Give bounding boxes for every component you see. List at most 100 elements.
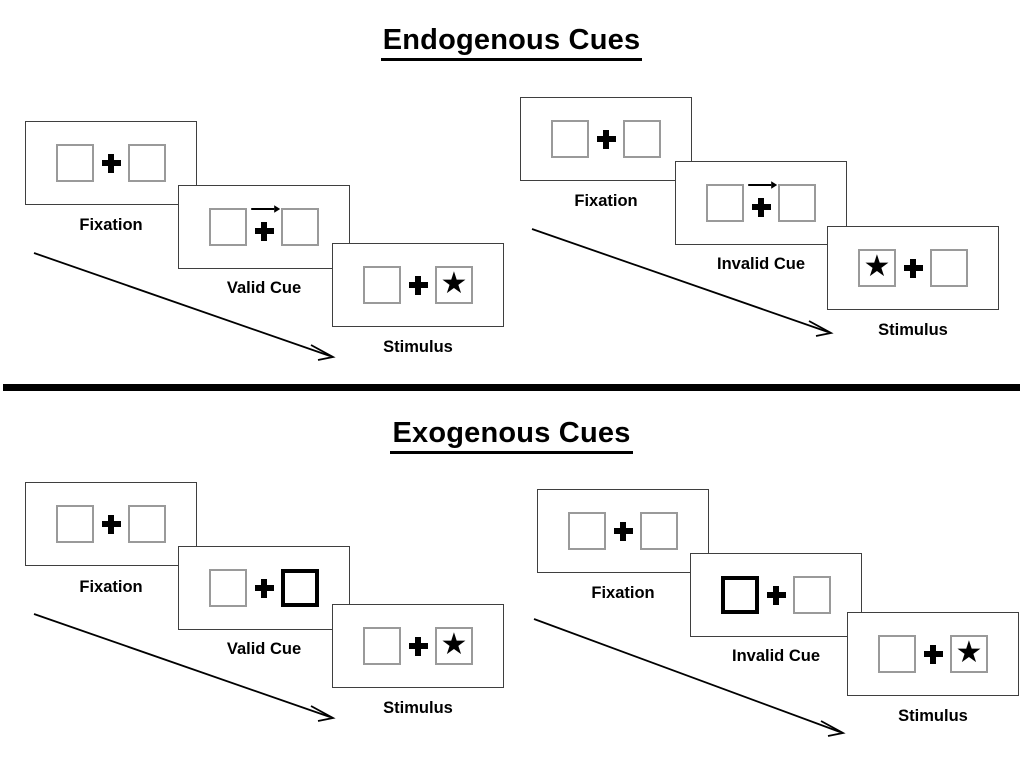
frame-fixation[interactable] — [25, 121, 197, 205]
placeholder-box-right — [128, 505, 166, 543]
frame-label-fixation: Fixation — [591, 584, 655, 602]
plus-sign-icon — [596, 129, 616, 149]
fixation-cross-wrap — [589, 117, 623, 161]
placeholder-box-right — [281, 208, 319, 246]
frame-content — [521, 98, 691, 180]
placeholder-box-right — [640, 512, 678, 550]
placeholder-box-right — [793, 576, 831, 614]
frame-label-invalid-cue: Invalid Cue — [716, 255, 806, 273]
plus-sign-icon — [101, 153, 121, 173]
sequence-exogenous-valid: Fixation Valid Cue ★ Stimulus — [0, 392, 520, 767]
frame-invalid-cue[interactable] — [690, 553, 862, 637]
plus-sign-icon — [923, 644, 943, 664]
placeholder-box-right — [778, 184, 816, 222]
plus-sign-icon — [903, 258, 923, 278]
arrow-right-icon — [251, 205, 281, 213]
fixation-cross-wrap — [744, 181, 778, 225]
section-divider — [3, 384, 1020, 391]
section-title-endogenous: Endogenous Cues — [0, 24, 1023, 61]
placeholder-box-left — [363, 627, 401, 665]
cued-box-left — [721, 576, 759, 614]
plus-sign-icon — [766, 585, 786, 605]
frame-label-fixation: Fixation — [574, 192, 638, 210]
placeholder-box-left — [209, 208, 247, 246]
frame-label-fixation: Fixation — [79, 578, 143, 596]
time-flow-arrow — [33, 613, 336, 722]
frame-label-stimulus: Stimulus — [383, 699, 453, 717]
placeholder-box-right — [623, 120, 661, 158]
fixation-cross-wrap — [247, 566, 281, 610]
cued-box-right — [281, 569, 319, 607]
plus-sign-icon — [254, 221, 274, 241]
frame-stimulus[interactable]: ★ — [332, 604, 504, 688]
placeholder-box-left — [878, 635, 916, 673]
section-title-exogenous: Exogenous Cues — [0, 417, 1023, 454]
target-box-right: ★ — [435, 627, 473, 665]
star-icon: ★ — [863, 250, 891, 283]
plus-sign-icon — [613, 521, 633, 541]
time-flow-arrow — [531, 228, 834, 337]
placeholder-box-right — [128, 144, 166, 182]
frame-invalid-cue[interactable] — [675, 161, 847, 245]
star-icon: ★ — [440, 267, 468, 300]
frame-fixation[interactable] — [520, 97, 692, 181]
fixation-cross-wrap — [94, 502, 128, 546]
frame-label-fixation: Fixation — [79, 216, 143, 234]
fixation-cross-wrap — [916, 632, 950, 676]
frame-label-invalid-cue: Invalid Cue — [731, 647, 821, 665]
frame-label-stimulus: Stimulus — [878, 321, 948, 339]
frame-stimulus[interactable]: ★ — [827, 226, 999, 310]
target-box-right: ★ — [435, 266, 473, 304]
placeholder-box-left — [568, 512, 606, 550]
star-icon: ★ — [440, 628, 468, 661]
time-flow-arrow — [33, 252, 336, 361]
section-title-endogenous-text: Endogenous Cues — [380, 24, 643, 61]
frame-content: ★ — [333, 605, 503, 687]
plus-sign-icon — [408, 275, 428, 295]
placeholder-box-left — [363, 266, 401, 304]
frame-label-valid-cue: Valid Cue — [226, 279, 302, 297]
fixation-cross-wrap — [401, 624, 435, 668]
frame-content — [538, 490, 708, 572]
frame-label-stimulus: Stimulus — [898, 707, 968, 725]
plus-sign-icon — [254, 578, 274, 598]
frame-content — [26, 122, 196, 204]
frame-content — [676, 162, 846, 244]
frame-content — [691, 554, 861, 636]
frame-label-valid-cue: Valid Cue — [226, 640, 302, 658]
sequence-endogenous-valid: Fixation Valid Cue ★ Stimul — [0, 0, 520, 380]
placeholder-box-right — [930, 249, 968, 287]
frame-content — [179, 186, 349, 268]
placeholder-box-left — [551, 120, 589, 158]
fixation-cross-wrap — [247, 205, 281, 249]
time-flow-arrow — [533, 618, 846, 737]
frame-fixation[interactable] — [25, 482, 197, 566]
frame-stimulus[interactable]: ★ — [332, 243, 504, 327]
fixation-cross-wrap — [896, 246, 930, 290]
frame-valid-cue[interactable] — [178, 546, 350, 630]
plus-sign-icon — [101, 514, 121, 534]
frame-valid-cue[interactable] — [178, 185, 350, 269]
fixation-cross-wrap — [606, 509, 640, 553]
placeholder-box-left — [209, 569, 247, 607]
frame-content — [26, 483, 196, 565]
frame-content: ★ — [333, 244, 503, 326]
star-icon: ★ — [955, 636, 983, 669]
frame-label-stimulus: Stimulus — [383, 338, 453, 356]
placeholder-box-left — [56, 144, 94, 182]
sequence-exogenous-invalid: Fixation Invalid Cue ★ Stimulus — [512, 392, 1023, 767]
sequence-endogenous-invalid: Fixation Invalid Cue ★ Stimulus — [512, 0, 1023, 380]
frame-content: ★ — [848, 613, 1018, 695]
placeholder-box-left — [56, 505, 94, 543]
target-box-left: ★ — [858, 249, 896, 287]
arrow-right-icon — [748, 181, 778, 189]
fixation-cross-wrap — [401, 263, 435, 307]
target-box-right: ★ — [950, 635, 988, 673]
frame-content: ★ — [828, 227, 998, 309]
frame-fixation[interactable] — [537, 489, 709, 573]
section-title-exogenous-text: Exogenous Cues — [390, 417, 633, 454]
plus-sign-icon — [408, 636, 428, 656]
frame-stimulus[interactable]: ★ — [847, 612, 1019, 696]
fixation-cross-wrap — [759, 573, 793, 617]
frame-content — [179, 547, 349, 629]
